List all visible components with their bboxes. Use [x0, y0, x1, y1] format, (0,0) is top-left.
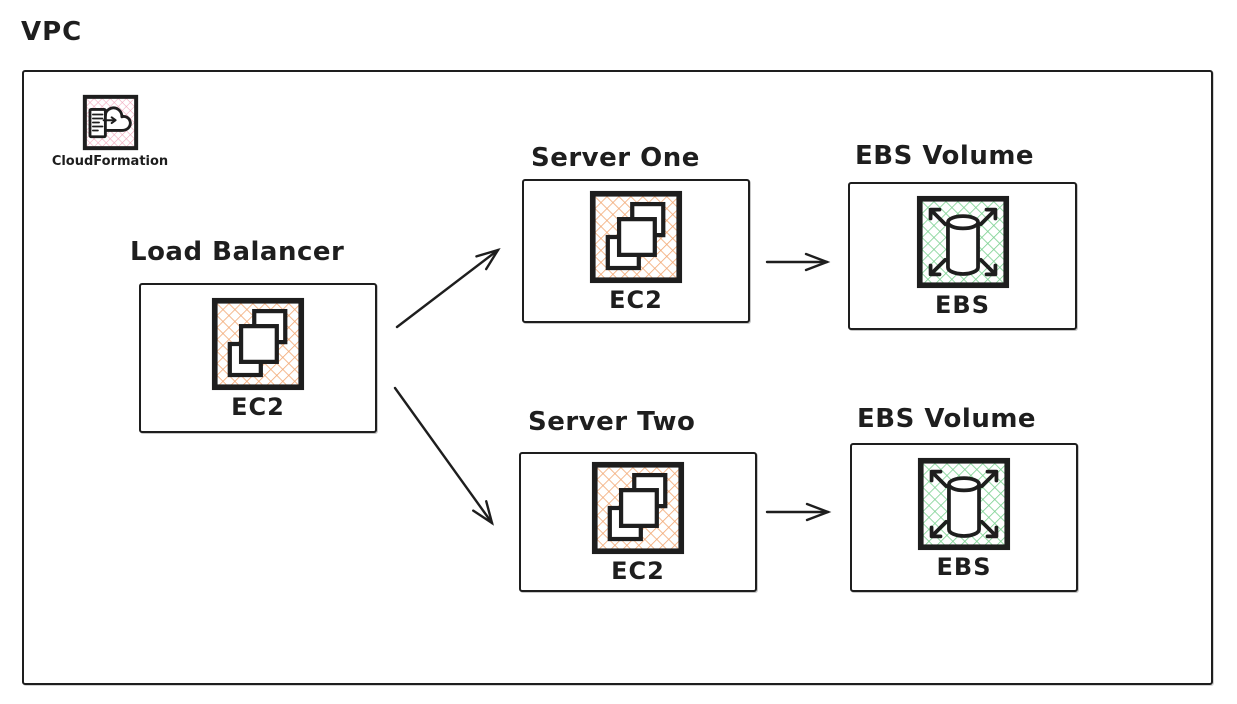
node-title-ebs-volume-two: EBS Volume [857, 404, 1037, 434]
node-box-ebs-volume-one[interactable]: EBS [848, 182, 1077, 330]
service-label: EC2 [609, 286, 663, 314]
ec2-icon [211, 297, 305, 391]
node-title-server-one: Server One [531, 143, 700, 173]
node-box-load-balancer[interactable]: EC2 [139, 283, 377, 433]
node-title-server-two: Server Two [528, 407, 696, 437]
service-label: EC2 [611, 557, 665, 585]
ebs-icon [916, 195, 1010, 289]
vpc-container[interactable] [22, 70, 1213, 685]
node-title-load-balancer: Load Balancer [130, 237, 345, 267]
service-label: EBS [936, 552, 992, 581]
ebs-icon [917, 457, 1011, 551]
service-label: EBS [935, 291, 990, 319]
ec2-icon [591, 461, 685, 555]
ec2-icon [589, 190, 683, 284]
cloudformation-node[interactable]: CloudFormation [45, 94, 175, 169]
node-box-server-one[interactable]: EC2 [522, 179, 750, 323]
node-box-server-two[interactable]: EC2 [519, 452, 757, 592]
node-box-ebs-volume-two[interactable]: EBS [850, 443, 1078, 592]
node-title-ebs-volume-one: EBS Volume [855, 141, 1035, 171]
cloudformation-label: CloudFormation [51, 154, 169, 169]
vpc-label: VPC [21, 17, 83, 47]
cloudformation-icon [82, 94, 139, 151]
service-label: EC2 [231, 393, 285, 421]
